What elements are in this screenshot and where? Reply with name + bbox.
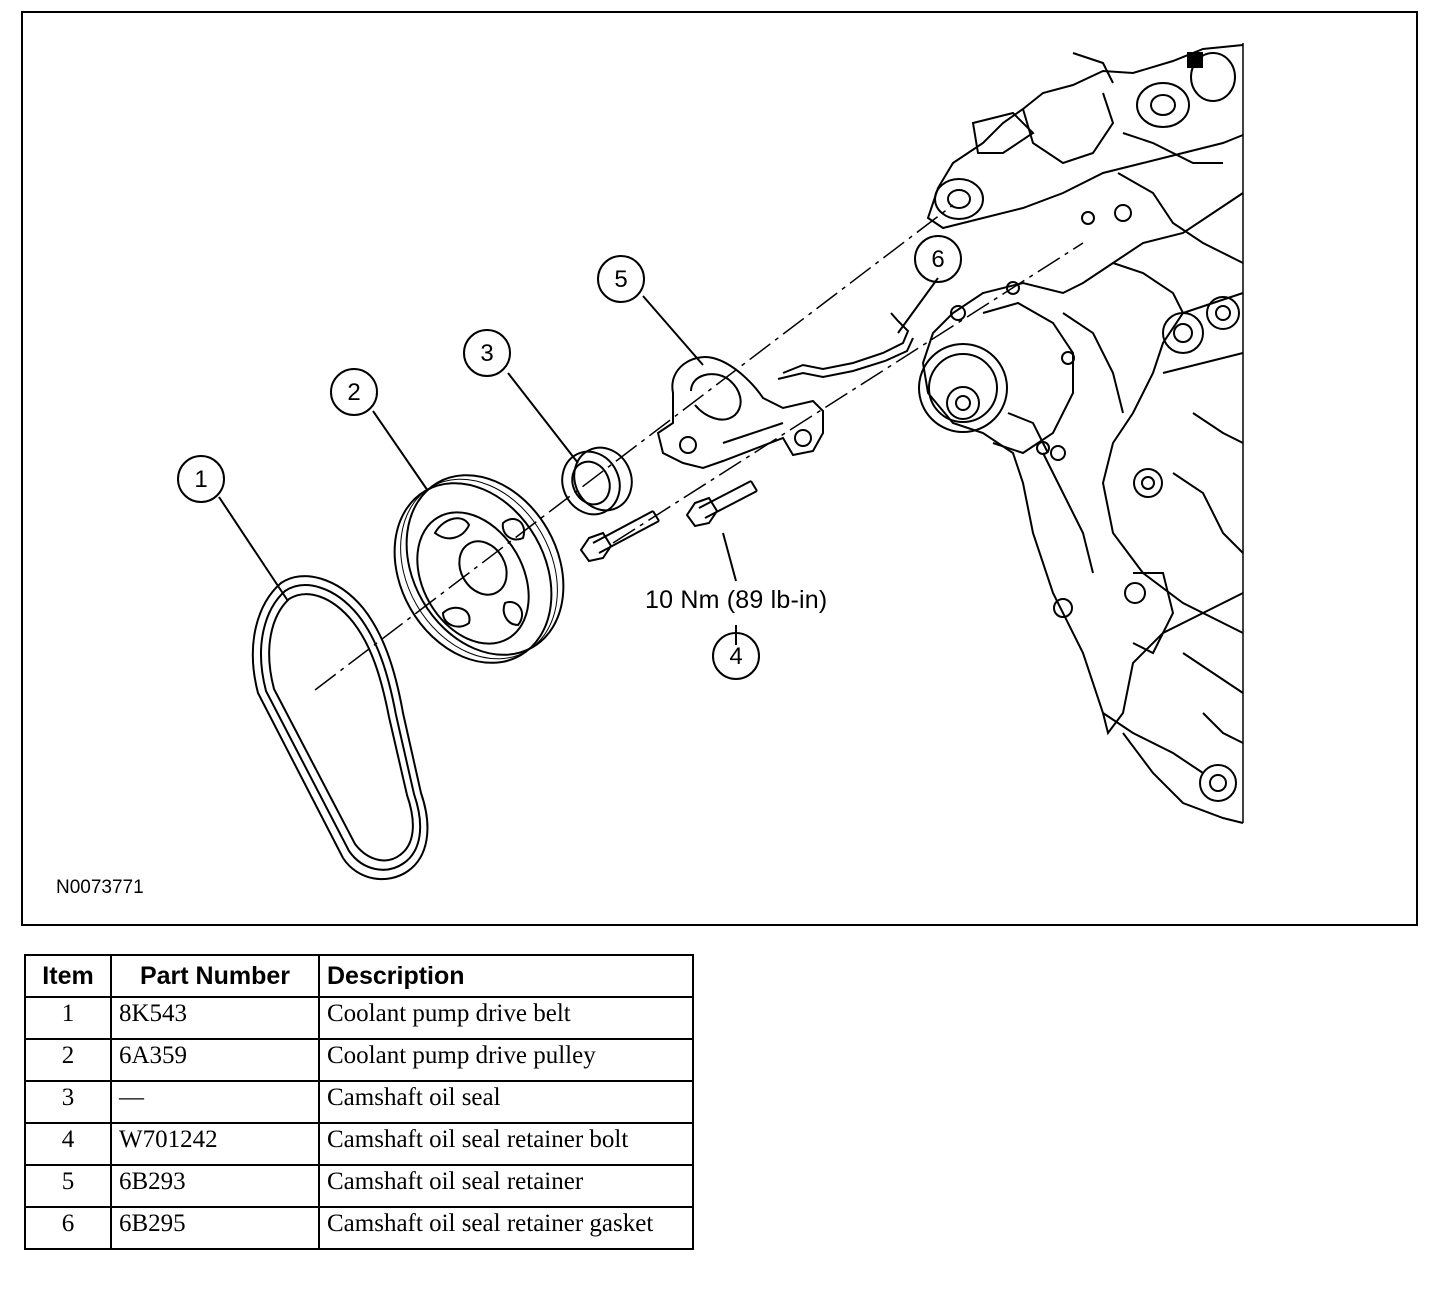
row-part-number: 6B293: [110, 1164, 320, 1208]
row-item: 2: [24, 1038, 112, 1082]
callout-5: 5: [597, 255, 645, 303]
oil-seal-shape: [561, 446, 633, 516]
callout-2: 2: [330, 368, 378, 416]
header-part-number: Part Number: [110, 954, 320, 998]
callout-1: 1: [177, 455, 225, 503]
row-item: 3: [24, 1080, 112, 1124]
parts-table: Item Part Number Description 1 8K543 Coo…: [24, 954, 694, 1250]
callout-4: 4: [712, 632, 760, 680]
torque-spec-label: 10 Nm (89 lb-in): [645, 586, 828, 614]
table-row: 3 — Camshaft oil seal: [24, 1080, 694, 1124]
svg-text:6: 6: [931, 246, 944, 273]
retainer-bolts-shape: [579, 480, 758, 563]
header-item: Item: [24, 954, 112, 998]
row-description: Coolant pump drive belt: [318, 996, 694, 1040]
row-part-number: W701242: [110, 1122, 320, 1166]
row-description: Camshaft oil seal retainer: [318, 1164, 694, 1208]
callout-6: 6: [914, 235, 962, 283]
exploded-view-drawing: 1 2 3 4 5 6: [177, 43, 1244, 881]
table-row: 1 8K543 Coolant pump drive belt: [24, 996, 694, 1040]
row-part-number: 6A359: [110, 1038, 320, 1082]
table-row: 6 6B295 Camshaft oil seal retainer gaske…: [24, 1206, 694, 1250]
leader-lines: [218, 277, 939, 645]
drive-pulley-shape: [393, 474, 565, 664]
row-item: 1: [24, 996, 112, 1040]
row-item: 4: [24, 1122, 112, 1166]
row-description: Camshaft oil seal retainer gasket: [318, 1206, 694, 1250]
row-item: 6: [24, 1206, 112, 1250]
row-description: Camshaft oil seal: [318, 1080, 694, 1124]
svg-text:2: 2: [347, 379, 360, 406]
retainer-gasket-shape: [777, 312, 914, 380]
table-header-row: Item Part Number Description: [24, 954, 694, 998]
alignment-lines: [314, 204, 1084, 691]
row-part-number: 6B295: [110, 1206, 320, 1250]
callout-3: 3: [463, 329, 511, 377]
figure-id: N0073771: [56, 877, 144, 898]
svg-text:3: 3: [480, 340, 493, 367]
row-item: 5: [24, 1164, 112, 1208]
exploded-view-figure: 1 2 3 4 5 6 10 Nm (89 lb-in: [21, 11, 1418, 926]
callouts: 1 2 3 4 5 6: [177, 235, 962, 680]
row-description: Camshaft oil seal retainer bolt: [318, 1122, 694, 1166]
seal-retainer-shape: [656, 356, 824, 470]
table-row: 2 6A359 Coolant pump drive pulley: [24, 1038, 694, 1082]
row-part-number: —: [110, 1080, 320, 1124]
engine-block: [918, 43, 1244, 824]
drive-belt-shape: [251, 575, 429, 881]
svg-text:4: 4: [729, 643, 742, 670]
table-row: 5 6B293 Camshaft oil seal retainer: [24, 1164, 694, 1208]
row-description: Coolant pump drive pulley: [318, 1038, 694, 1082]
svg-text:1: 1: [194, 466, 207, 493]
header-description: Description: [318, 954, 694, 998]
row-part-number: 8K543: [110, 996, 320, 1040]
table-row: 4 W701242 Camshaft oil seal retainer bol…: [24, 1122, 694, 1166]
svg-text:5: 5: [614, 266, 627, 293]
